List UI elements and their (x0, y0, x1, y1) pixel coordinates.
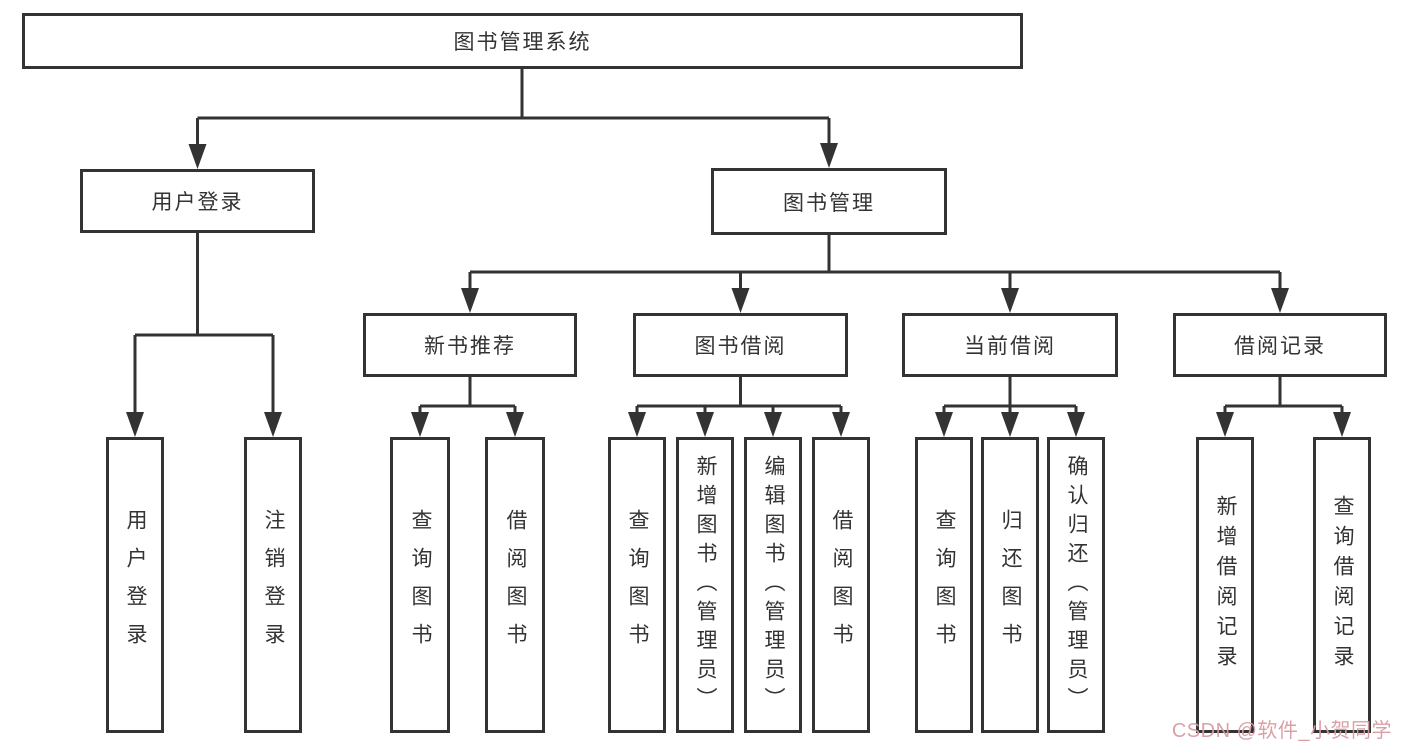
node-current-borrowing: 当前借阅 (902, 313, 1118, 377)
leaf-borrow-books-recommend-label: 借阅图书 (504, 509, 527, 661)
leaf-user-login-label: 用户登录 (124, 509, 147, 661)
csdn-watermark: CSDN @软件_小贺同学 (1171, 720, 1392, 742)
leaf-add-borrow-record-label: 新增借阅记录 (1214, 495, 1237, 675)
leaf-return-book: 归还图书 (981, 437, 1039, 733)
leaf-borrow-books-label: 借阅图书 (830, 509, 853, 661)
leaf-borrow-books: 借阅图书 (812, 437, 870, 733)
node-book-management-label: 图书管理 (783, 191, 875, 215)
node-new-book-recommend: 新书推荐 (363, 313, 577, 377)
leaf-user-login: 用户登录 (106, 437, 164, 733)
node-book-management: 图书管理 (711, 168, 947, 235)
leaf-query-books-current: 查询图书 (915, 437, 973, 733)
node-user-login: 用户登录 (80, 169, 315, 233)
leaf-edit-book-admin-label: 编辑图书（管理员） (762, 454, 785, 716)
arrowheads (126, 143, 1351, 437)
node-book-borrowing-label: 图书借阅 (694, 335, 787, 358)
leaf-query-borrow-record-label: 查询借阅记录 (1331, 495, 1354, 675)
node-user-login-label: 用户登录 (151, 191, 244, 214)
leaf-add-borrow-record: 新增借阅记录 (1196, 437, 1254, 733)
leaf-query-books-recommend: 查询图书 (390, 437, 450, 733)
leaf-query-books-borrow: 查询图书 (608, 437, 666, 733)
leaf-return-book-label: 归还图书 (999, 509, 1022, 661)
node-current-borrowing-label: 当前借阅 (964, 335, 1056, 358)
node-root: 图书管理系统 (22, 13, 1023, 69)
leaf-confirm-return-admin-label: 确认归还（管理员） (1065, 454, 1088, 716)
leaf-add-book-admin-label: 新增图书（管理员） (694, 454, 717, 716)
node-new-book-recommend-label: 新书推荐 (424, 335, 516, 358)
node-borrowing-records: 借阅记录 (1173, 313, 1387, 377)
node-book-borrowing: 图书借阅 (633, 313, 848, 377)
leaf-confirm-return-admin: 确认归还（管理员） (1047, 437, 1105, 733)
leaf-query-books-recommend-label: 查询图书 (409, 509, 432, 661)
leaf-add-book-admin: 新增图书（管理员） (676, 437, 734, 733)
leaf-edit-book-admin: 编辑图书（管理员） (744, 437, 802, 733)
node-root-label: 图书管理系统 (453, 31, 592, 54)
leaf-query-books-current-label: 查询图书 (933, 509, 956, 661)
leaf-logout: 注销登录 (244, 437, 302, 733)
node-borrowing-records-label: 借阅记录 (1234, 335, 1326, 358)
leaf-borrow-books-recommend: 借阅图书 (485, 437, 545, 733)
leaf-query-borrow-record: 查询借阅记录 (1313, 437, 1371, 733)
leaf-logout-label: 注销登录 (262, 509, 285, 661)
leaf-query-books-borrow-label: 查询图书 (626, 509, 649, 661)
